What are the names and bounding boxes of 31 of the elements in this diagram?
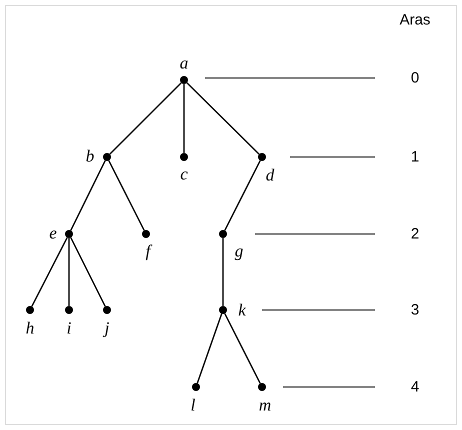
- column-heading: Aras: [400, 12, 430, 28]
- level-number: 4: [410, 380, 420, 394]
- tree-edge: [70, 160, 106, 231]
- node-label: c: [180, 166, 188, 182]
- tree-edge: [224, 313, 261, 384]
- node-label: b: [86, 148, 94, 164]
- level-number: 0: [410, 70, 420, 86]
- node-label: d: [266, 166, 274, 184]
- node-label: k: [238, 302, 246, 318]
- level-number: 2: [410, 226, 420, 242]
- node-label: g: [234, 242, 244, 260]
- tree-edge: [68, 238, 70, 306]
- tree-edge: [109, 82, 182, 155]
- node-label: l: [190, 396, 196, 414]
- tree-edge: [196, 314, 222, 384]
- level-number: 3: [410, 302, 420, 318]
- node-label: j: [104, 320, 110, 336]
- node-label: h: [26, 320, 34, 336]
- tree-edge: [186, 82, 260, 155]
- tree-edge: [108, 160, 145, 231]
- node-label: i: [66, 320, 72, 336]
- node-label: m: [258, 396, 272, 414]
- level-number: 1: [410, 150, 420, 164]
- node-label: a: [180, 54, 188, 72]
- tree-edge: [31, 237, 68, 307]
- node-label: e: [49, 224, 57, 242]
- tree-edge: [222, 238, 224, 306]
- node-label: f: [146, 242, 150, 260]
- tree-edge: [224, 160, 261, 231]
- tree-edge: [70, 237, 106, 307]
- tree-edge: [183, 84, 185, 153]
